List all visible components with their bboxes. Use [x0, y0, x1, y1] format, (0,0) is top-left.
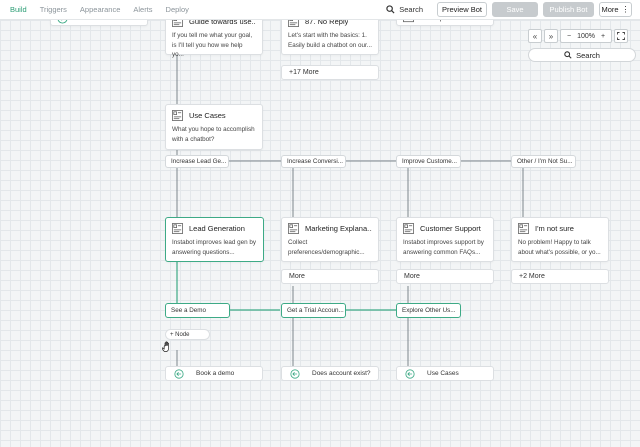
add-node-button[interactable]: + Node — [165, 329, 210, 340]
node-marketing-explanation[interactable]: Marketing Explana... Collect preferences… — [281, 217, 379, 262]
node-title: Marketing Explana... — [305, 224, 372, 233]
choice-increase-conversions[interactable]: Increase Conversi... — [281, 155, 346, 168]
preview-bot-button[interactable]: Preview Bot — [437, 2, 487, 17]
save-button[interactable]: Save — [492, 2, 538, 17]
toolbar-search-label: Search — [399, 5, 423, 14]
zoom-in-button[interactable]: + — [601, 32, 606, 40]
link-node-icon — [174, 368, 184, 379]
node-customer-support[interactable]: Customer Support Instabot improves suppo… — [396, 217, 494, 262]
tab-deploy[interactable]: Deploy — [165, 5, 189, 14]
link-node-icon — [290, 368, 300, 379]
message-node-icon — [172, 223, 183, 234]
choice-get-a-trial-account[interactable]: Get a Trial Accoun... — [281, 303, 346, 318]
builder-tabs: Build Triggers Appearance Alerts Deploy — [10, 5, 202, 14]
more-button[interactable]: More ⋮ — [599, 2, 632, 17]
node-title: I'm not sure — [535, 224, 574, 233]
choice-increase-lead-gen[interactable]: Increase Lead Ge... — [165, 155, 229, 168]
tab-appearance[interactable]: Appearance — [79, 5, 121, 14]
choice-improve-customer[interactable]: Improve Custome... — [396, 155, 461, 168]
zoom-controls: « » − 100% + — [528, 28, 636, 44]
more-branches[interactable]: More — [396, 269, 494, 284]
more-button-label: More — [601, 5, 619, 14]
tab-build[interactable]: Build — [10, 5, 27, 14]
fullscreen-icon — [617, 32, 626, 40]
node-title: 87. No Reply — [305, 17, 349, 26]
node-lead-generation[interactable]: Lead Generation Instabot improves lead g… — [165, 217, 264, 262]
node-title: Guide towards use... — [189, 17, 256, 26]
zoom-level: 100% — [577, 32, 595, 40]
choice-explore-other-use-cases[interactable]: Explore Other Us... — [396, 303, 461, 318]
top-nav-bar: Build Triggers Appearance Alerts Deploy … — [0, 0, 640, 20]
message-node-icon — [288, 223, 299, 234]
zoom-group: − 100% + — [560, 29, 613, 43]
tab-triggers[interactable]: Triggers — [39, 5, 67, 14]
node-title: Use Cases — [189, 111, 226, 120]
end-node-label: Book a demo — [196, 370, 235, 377]
message-node-icon — [518, 223, 529, 234]
end-node-book-a-demo[interactable]: Book a demo — [165, 366, 263, 381]
fullscreen-button[interactable] — [614, 29, 629, 43]
hand-cursor-icon — [162, 341, 169, 352]
more-branches[interactable]: +17 More — [281, 65, 379, 80]
message-node-icon — [403, 223, 414, 234]
node-body: What you hope to accomplish with a chatb… — [172, 126, 255, 143]
search-icon — [386, 5, 395, 14]
more-branches[interactable]: +2 More — [511, 269, 609, 284]
chevrons-right-icon: » — [548, 31, 554, 41]
canvas-search-label: Search — [576, 50, 600, 60]
node-body: If you tell me what your goal, is I'll t… — [172, 32, 253, 58]
question-node-icon — [172, 110, 183, 121]
zoom-out-button[interactable]: − — [567, 32, 572, 40]
end-node-use-cases[interactable]: Use Cases — [396, 366, 494, 381]
toolbar-actions: Search Preview Bot Save Publish Bot More… — [386, 2, 632, 17]
node-title: Lead Generation — [189, 224, 245, 233]
choice-other-not-sure[interactable]: Other / I'm Not Su... — [511, 155, 576, 168]
link-node-icon — [405, 368, 415, 379]
end-node-label: Use Cases — [427, 370, 459, 377]
expand-all-button[interactable]: » — [544, 29, 558, 43]
publish-bot-button[interactable]: Publish Bot — [543, 2, 594, 17]
canvas-search-button[interactable]: Search — [528, 48, 636, 62]
node-use-cases[interactable]: Use Cases What you hope to accomplish wi… — [165, 104, 263, 150]
tab-alerts[interactable]: Alerts — [133, 5, 153, 14]
node-title: Customer Support — [420, 224, 481, 233]
collapse-all-button[interactable]: « — [528, 29, 542, 43]
node-body: Instabot improves lead gen by answering … — [172, 239, 257, 256]
more-branches[interactable]: More — [281, 269, 379, 284]
node-body: Instabot improves support by answering c… — [403, 239, 484, 256]
node-im-not-sure[interactable]: I'm not sure No problem! Happy to talk a… — [511, 217, 609, 262]
end-node-does-account-exist[interactable]: Does account exist? — [281, 366, 379, 381]
more-dots-icon: ⋮ — [621, 5, 630, 14]
node-body: Collect preferences/demographic... — [288, 239, 365, 256]
search-icon — [564, 51, 572, 59]
node-body: Let's start with the basics: 1. Easily b… — [288, 32, 372, 49]
toolbar-search[interactable]: Search — [386, 5, 423, 14]
chevrons-left-icon: « — [532, 31, 538, 41]
choice-see-a-demo[interactable]: See a Demo — [165, 303, 230, 318]
node-body: No problem! Happy to talk about what's p… — [518, 239, 601, 256]
end-node-label: Does account exist? — [312, 370, 371, 377]
